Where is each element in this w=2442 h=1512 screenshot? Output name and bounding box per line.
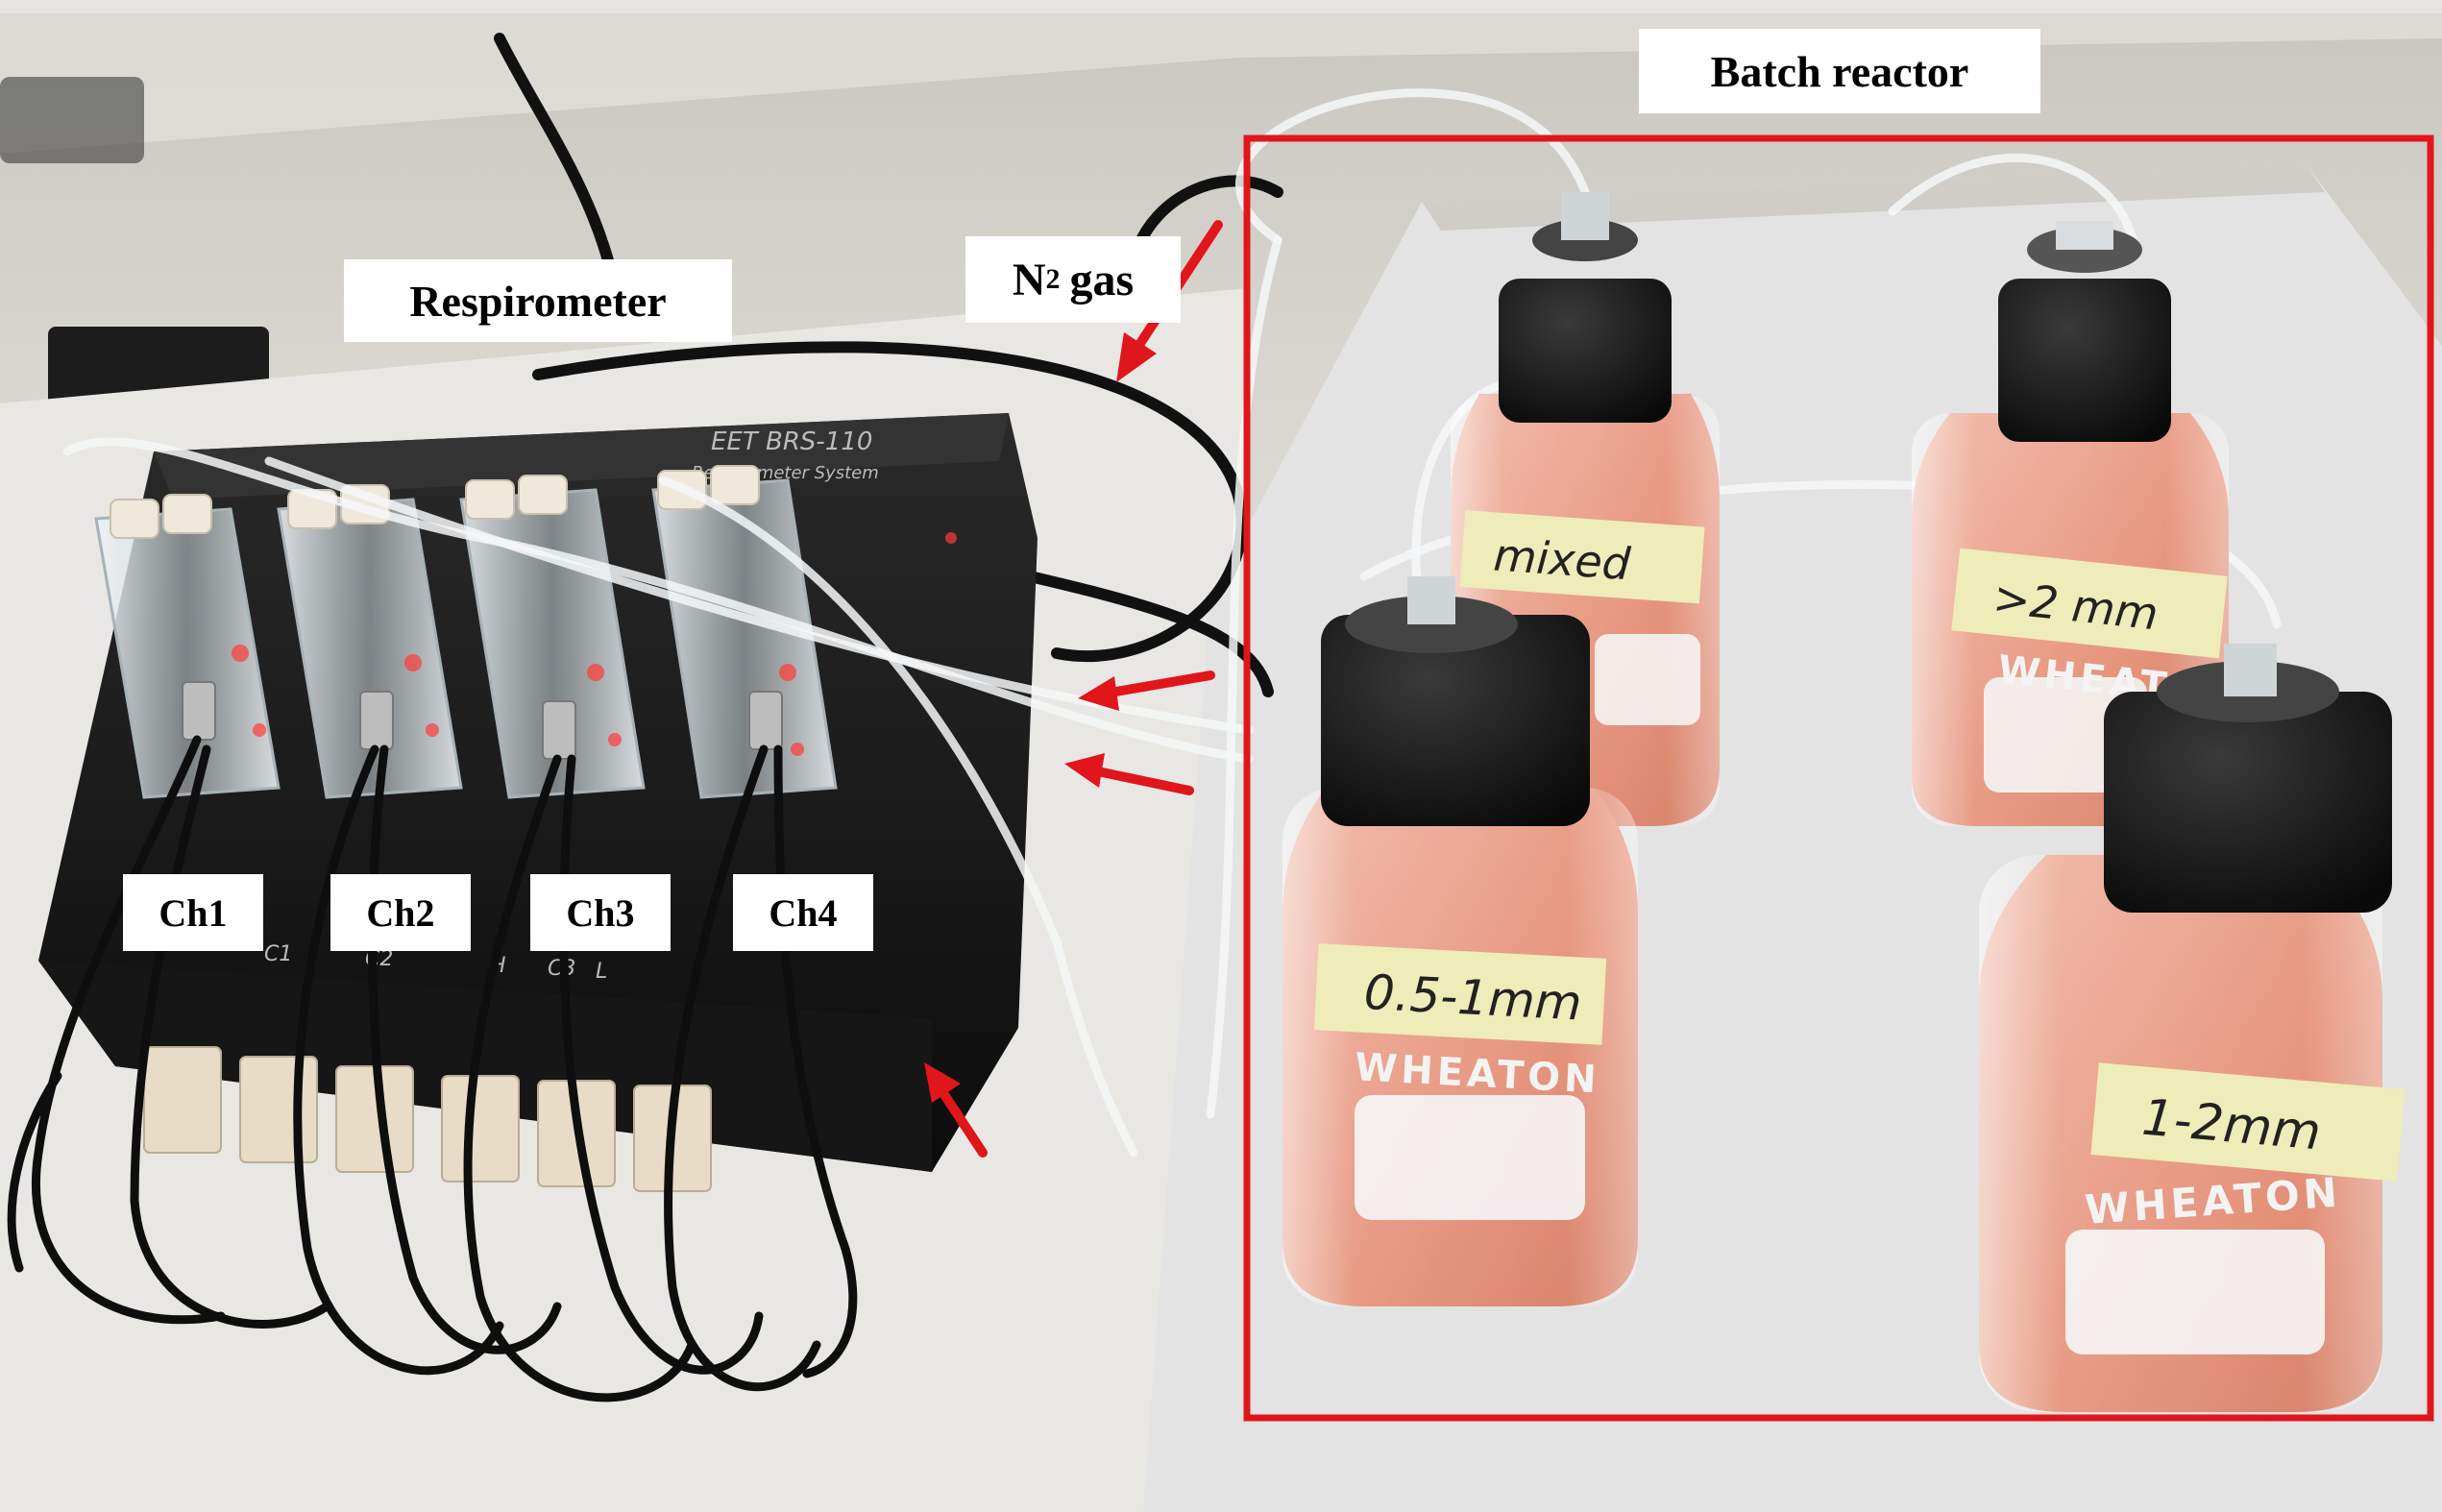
arrow-outlet	[924, 1062, 988, 1158]
n2-gas-subscript: 2	[1045, 263, 1061, 295]
bottle-0-5-1mm-label: 0.5-1mm	[1362, 964, 1583, 1032]
port-l-text: L	[596, 960, 607, 984]
n2-gas-word: gas	[1069, 254, 1135, 305]
bottle-0-5-1mm: 0.5-1mm WHEATON	[1282, 576, 1638, 1306]
n2-gas-symbol: N	[1012, 254, 1046, 305]
batch-reactor-label: Batch reactor	[1639, 29, 2040, 113]
channel-3-label: Ch3	[530, 874, 671, 951]
channel-2-label: Ch2	[330, 874, 471, 951]
device-model-text: EET BRS-110	[711, 427, 872, 456]
arrow-chamber-lower	[1064, 753, 1194, 795]
bottle-mixed-label: mixed	[1492, 528, 1633, 590]
batch-reactor-highlight-box	[1243, 134, 2434, 1422]
channel-1-label: Ch1	[123, 874, 263, 951]
arrow-chamber-upper	[1078, 671, 1215, 711]
bottle-1-2mm: 1-2mm WHEATON	[1979, 644, 2405, 1412]
channel-4-label: Ch4	[733, 874, 873, 951]
respirometer-label: Respirometer	[344, 259, 732, 342]
port-c1-text: C1	[264, 942, 292, 966]
